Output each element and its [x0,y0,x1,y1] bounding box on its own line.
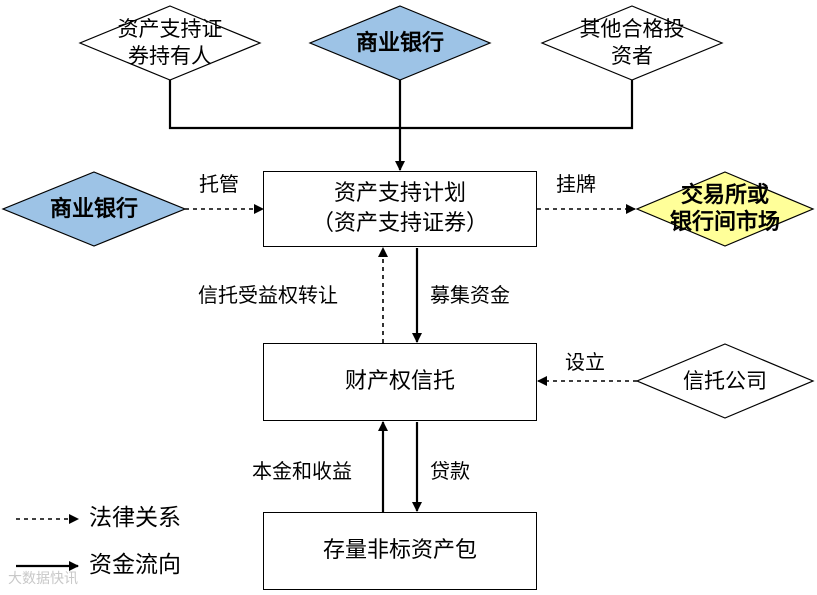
diamond-trust-company [635,343,815,419]
watermark: 大数据快讯 [8,571,78,587]
plan-line2: （资产支持证券） [311,211,488,236]
abs-holders-line2: 券持有人 [128,44,212,68]
principal-return-label: 本金和收益 [252,459,352,483]
establish-label: 设立 [565,350,605,374]
asset-pool-box: 存量非标资产包 [263,512,537,590]
legend-funds-label: 资金流向 [89,552,181,578]
abs-holders-label: 资产支持证 券持有人 [100,10,240,76]
commercial-bank-investor-label: 商业银行 [355,30,444,56]
custody-label: 托管 [199,172,239,196]
exchange-line1: 交易所或 [680,183,769,208]
other-investors-line2: 资者 [611,44,653,68]
exchange-label: 交易所或 银行间市场 [655,178,795,240]
loan-label: 贷款 [430,459,470,483]
trust-company-label: 信托公司 [683,368,767,393]
other-investors-label: 其他合格投 资者 [562,10,702,76]
plan-line1: 资产支持计划 [333,181,466,206]
exchange-line2: 银行间市场 [669,210,780,235]
abs-holders-line1: 资产支持证 [117,17,223,41]
raise-funds-label: 募集资金 [430,283,510,307]
trust-transfer-label: 信托受益权转让 [198,283,338,307]
custodian-bank-label: 商业银行 [49,196,138,222]
legend-legal-label: 法律关系 [89,505,181,531]
other-investors-line1: 其他合格投 [579,17,685,41]
diamond-custodian-bank [1,171,187,247]
property-trust-box: 财产权信托 [263,343,537,421]
diamond-exchange [635,171,815,247]
asset-support-plan-box: 资产支持计划 （资产支持证券） [263,171,537,247]
listing-label: 挂牌 [556,172,596,196]
